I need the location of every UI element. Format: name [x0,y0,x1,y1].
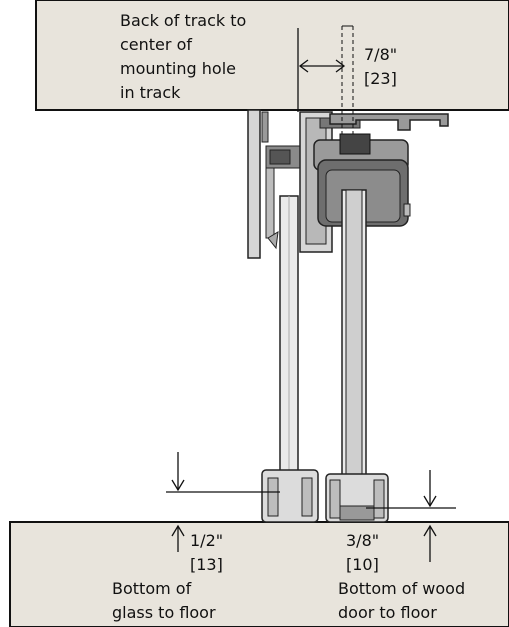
door-clearance-metric: [10] [346,555,379,574]
glass-clearance-desc-line-2: glass to floor [112,603,216,622]
wall-bracket [247,109,301,259]
track-offset-metric: [23] [364,69,397,88]
top-rail [329,113,449,131]
door-clearance-imperial: 3/8" [346,531,379,550]
glass-panel [279,195,299,503]
track-offset-label-line-3: mounting hole [120,59,236,78]
glass-clearance-dimension [166,452,280,552]
track-offset-label-line-2: center of [120,35,192,54]
floor [9,521,509,627]
glass-clearance-metric: [13] [190,555,223,574]
door-clearance-dimension [366,470,456,562]
mounting-hole-centerline [341,25,354,150]
door-clearance-desc-line-1: Bottom of wood [338,579,465,598]
track-offset-dimension [297,28,346,112]
door-floor-guide [325,473,389,523]
glass-clearance-desc-line-1: Bottom of [112,579,192,598]
wood-door-panel [341,189,367,503]
track-offset-label-line-1: Back of track to [120,11,246,30]
track-offset-imperial: 7/8" [364,45,397,64]
door-clearance-desc-line-2: door to floor [338,603,437,622]
ceiling [35,0,509,111]
track-offset-label-line-4: in track [120,83,181,102]
glass-clearance-imperial: 1/2" [190,531,223,550]
glass-floor-guide [261,469,319,523]
